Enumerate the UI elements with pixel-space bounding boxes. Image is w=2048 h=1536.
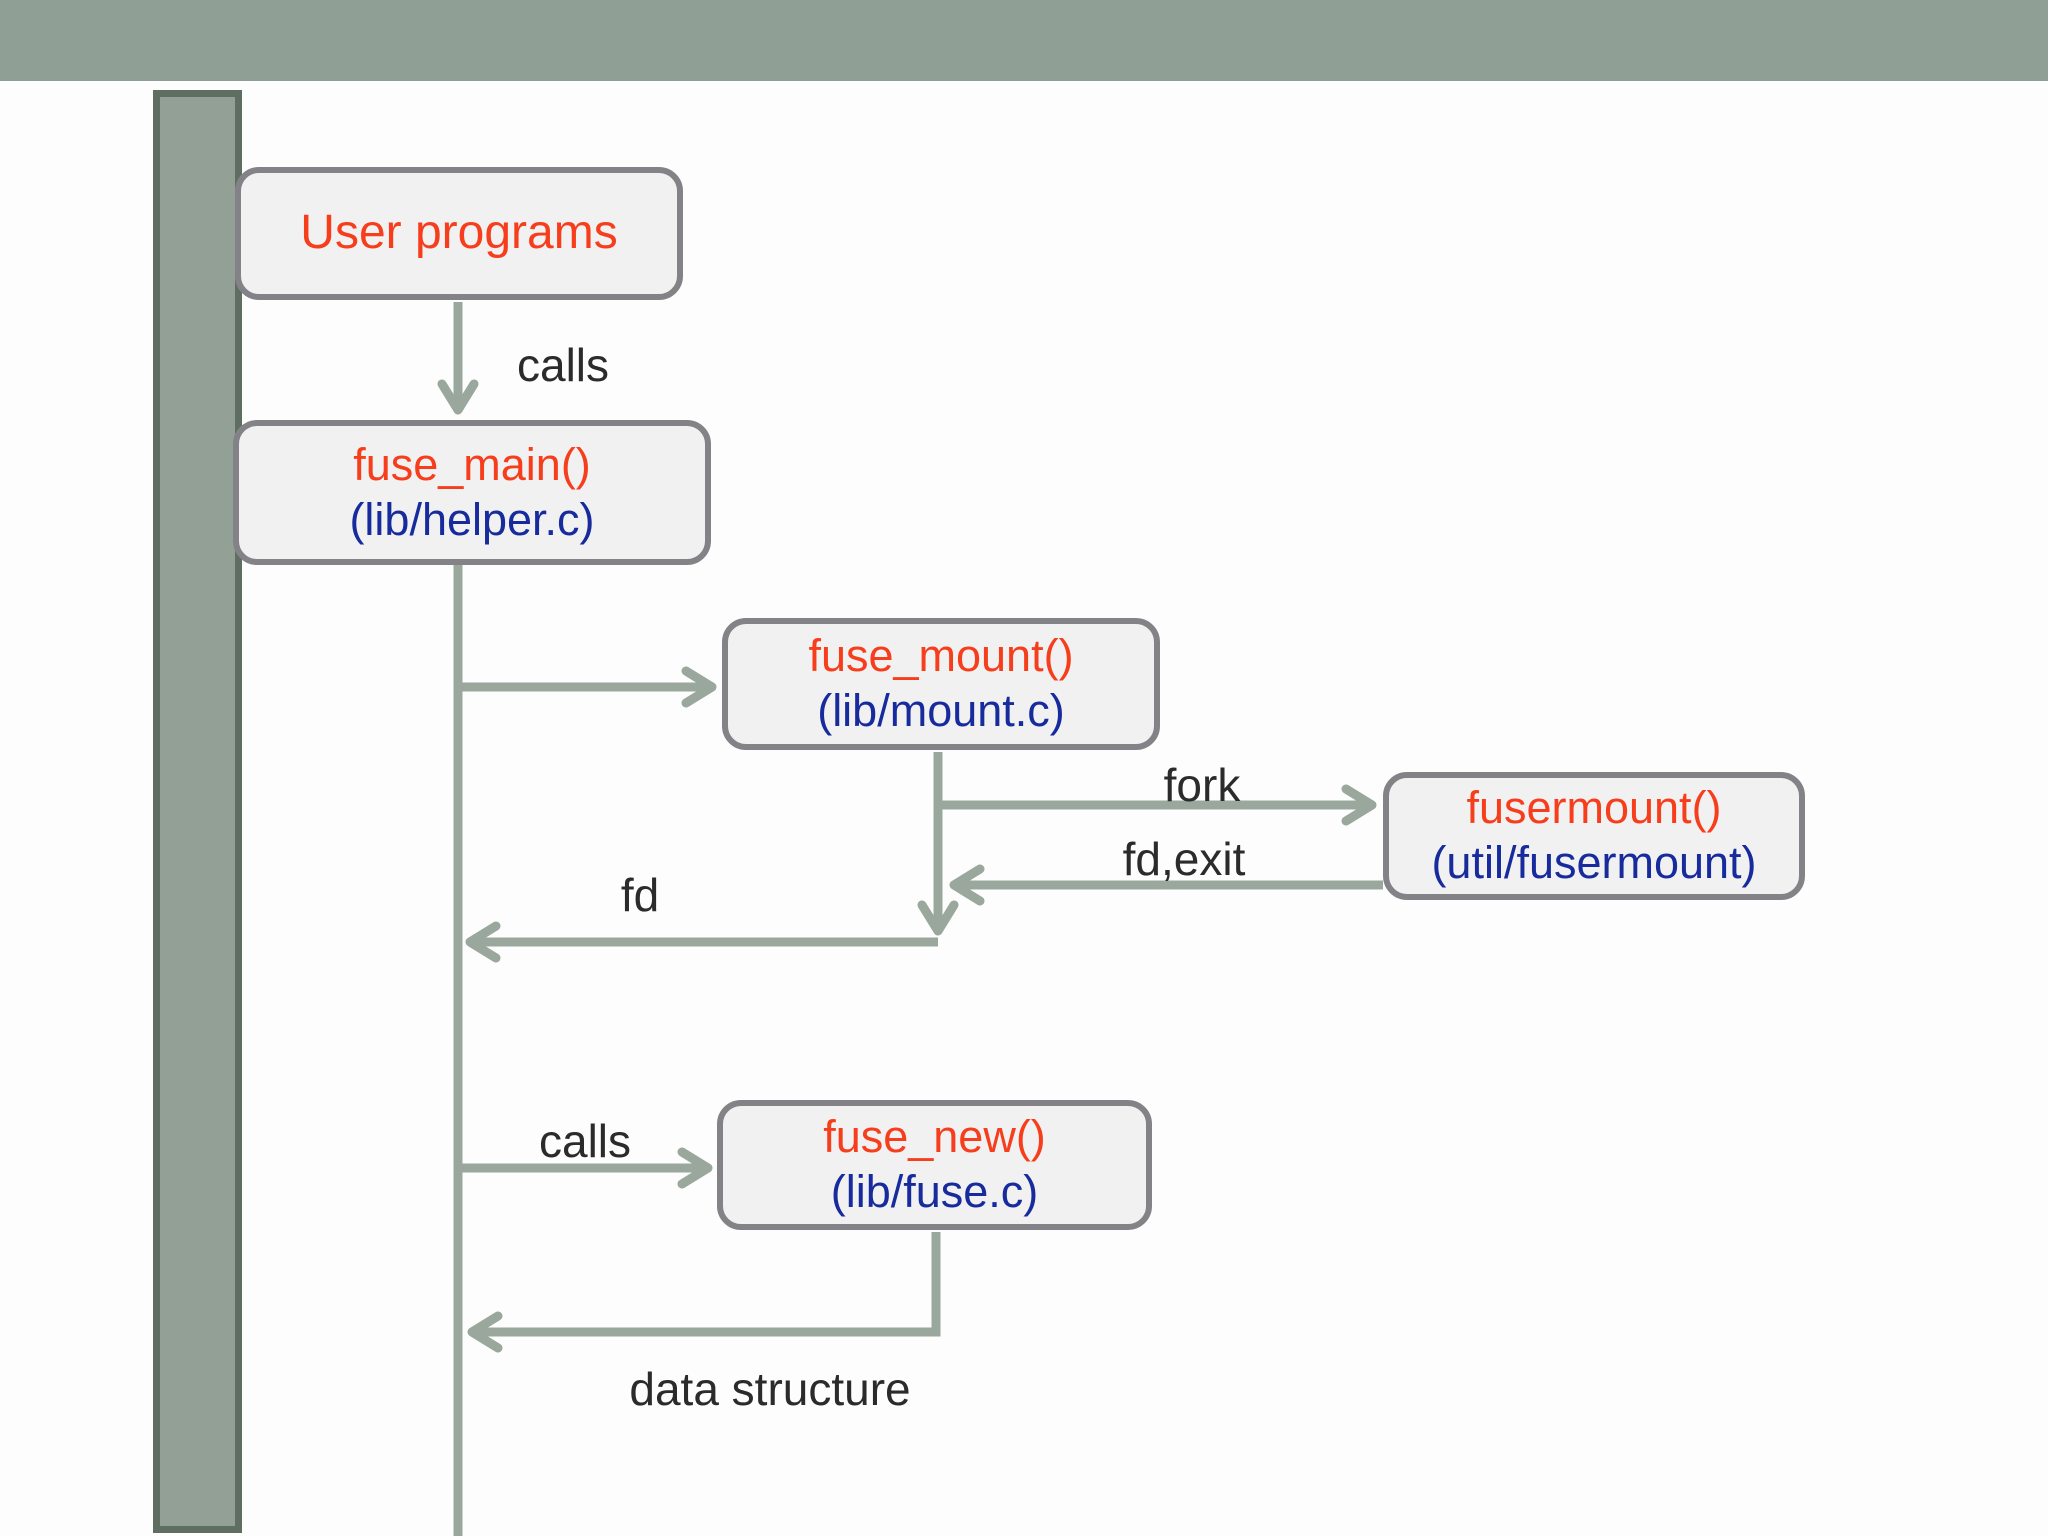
box-fuse-mount: fuse_mount() (lib/mount.c) xyxy=(722,618,1160,750)
box-user-programs-title: User programs xyxy=(300,206,618,260)
box-fusermount-subtitle: (util/fusermount) xyxy=(1431,837,1757,888)
box-fuse-new-title: fuse_new() xyxy=(823,1111,1046,1163)
edge-label-fork: fork xyxy=(1163,759,1241,811)
box-fusermount: fusermount() (util/fusermount) xyxy=(1383,772,1805,900)
box-user-programs: User programs xyxy=(235,167,683,300)
box-fuse-mount-subtitle: (lib/mount.c) xyxy=(817,685,1065,736)
box-fuse-main-title: fuse_main() xyxy=(353,438,591,490)
edge-label-calls-bottom: calls xyxy=(538,1115,632,1167)
edge-label-calls-top: calls xyxy=(516,339,610,391)
box-fusermount-title: fusermount() xyxy=(1466,782,1722,834)
box-fuse-mount-title: fuse_mount() xyxy=(808,630,1074,682)
box-fuse-new: fuse_new() (lib/fuse.c) xyxy=(717,1100,1152,1230)
edge-label-fd: fd xyxy=(620,869,660,921)
box-fuse-new-subtitle: (lib/fuse.c) xyxy=(830,1166,1039,1217)
box-fuse-main-subtitle: (lib/helper.c) xyxy=(349,493,595,545)
edge-label-data-structure: data structure xyxy=(629,1363,911,1415)
edge-label-fd-exit: fd,exit xyxy=(1122,833,1246,885)
left-vertical-bar xyxy=(153,90,242,1533)
arrow-data-structure-return xyxy=(467,1232,941,1353)
top-banner xyxy=(0,0,2048,81)
box-fuse-main: fuse_main() (lib/helper.c) xyxy=(233,420,711,565)
